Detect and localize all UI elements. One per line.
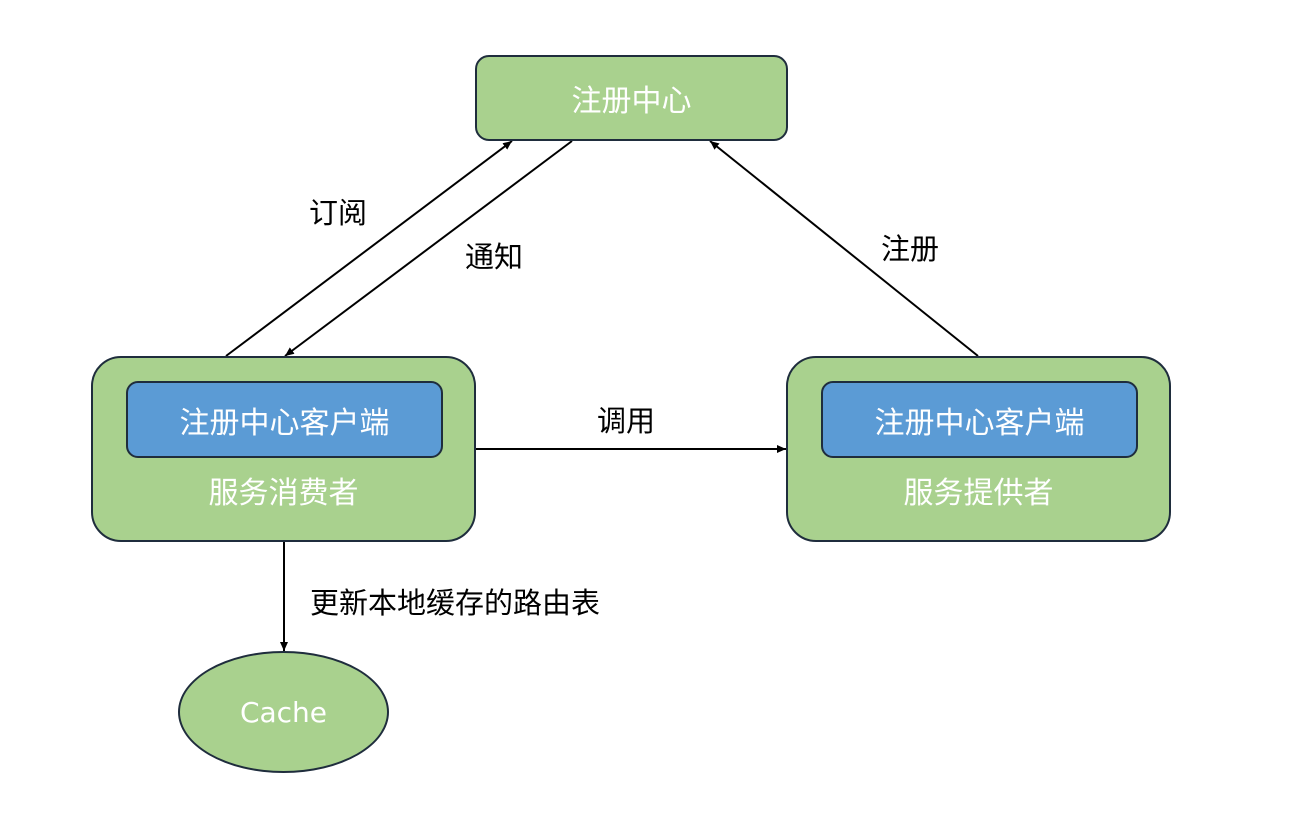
provider-label: 服务提供者 [903,476,1054,511]
consumer-label: 服务消费者 [208,476,359,511]
subscribe-arrow [225,140,513,357]
notify-arrow [284,140,573,357]
update-cache-label: 更新本地缓存的路由表 [310,586,601,620]
invoke-label: 调用 [597,404,656,438]
notify-label: 通知 [465,240,524,274]
registry-node: 注册中心 [475,55,788,141]
cache-label: Cache [239,695,328,729]
provider-node: 注册中心客户端 服务提供者 [786,356,1171,542]
consumer-client-label: 注册中心客户端 [179,405,390,441]
provider-client-box: 注册中心客户端 [821,381,1138,458]
subscribe-label: 订阅 [309,196,368,230]
register-label: 注册 [881,232,940,266]
consumer-client-box: 注册中心客户端 [126,381,443,458]
register-arrow [709,140,979,357]
cache-node: Cache [178,651,389,773]
consumer-node: 注册中心客户端 服务消费者 [91,356,476,542]
provider-client-label: 注册中心客户端 [874,405,1085,441]
registry-label: 注册中心 [571,84,692,119]
